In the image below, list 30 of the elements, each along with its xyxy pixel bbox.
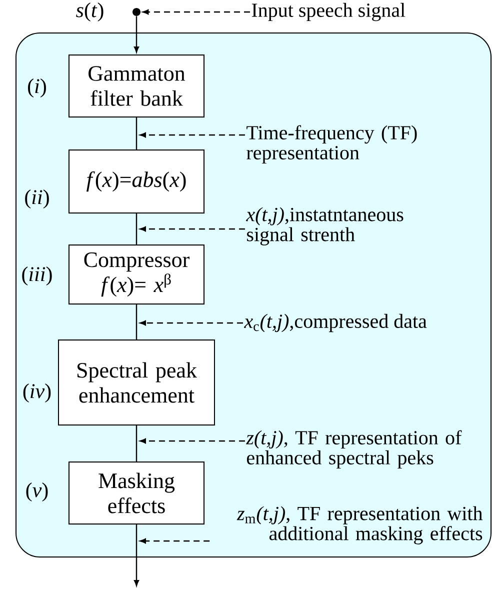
process-box: Masking effects [68, 462, 204, 524]
process-box: f(x)=abs(x) [68, 150, 204, 214]
step-label: (iv) [23, 383, 51, 403]
connector-line [136, 214, 138, 244]
leader-line [140, 438, 245, 444]
annotation-text: Time-frequency (TF) representation [246, 125, 417, 164]
process-box: Gammaton filter bank [68, 54, 204, 118]
step-label: (v) [26, 482, 48, 502]
annotation-text: Input speech signal [252, 2, 406, 22]
process-box: Compressor f(x)= x$^{β}$ [68, 244, 204, 304]
leader-line [142, 9, 250, 15]
process-box: Spectral peak enhancement [58, 340, 215, 426]
annotation-text: x$_{c}$(t,j),compressed data [244, 314, 427, 332]
connector-line [136, 426, 138, 462]
leader-line [140, 538, 210, 544]
leader-line [140, 320, 243, 326]
connector-line [136, 118, 138, 150]
leader-line [140, 132, 245, 138]
connector-line [136, 304, 138, 340]
annotation-text: x(t,j),instatntaneous signal strenth [246, 207, 404, 246]
annotation-text: z(t,j), TF representation of enhanced spectral peks [246, 430, 462, 469]
input-dot [132, 8, 140, 16]
leader-line [140, 226, 245, 232]
step-label: (ii) [25, 189, 49, 209]
step-label: s(t) [76, 2, 104, 22]
annotation-text: z$_{m}$(t,j), TF representation with additional masking effects [236, 506, 483, 544]
step-label: (i) [28, 78, 46, 98]
arrow [134, 524, 140, 586]
step-label: (iii) [22, 266, 52, 286]
arrow [134, 16, 140, 53]
